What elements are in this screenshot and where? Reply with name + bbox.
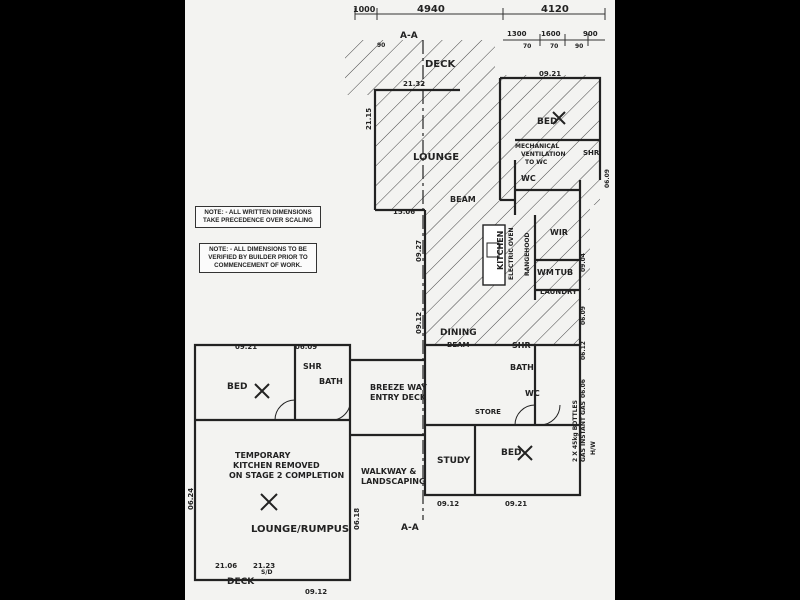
room-kitchen: KITCHEN bbox=[496, 231, 505, 270]
dim-70a: 70 bbox=[523, 43, 531, 50]
label-beam-lower: BEAM bbox=[447, 341, 470, 349]
label-breeze-way: BREEZE WAY bbox=[370, 383, 427, 392]
room-lounge: LOUNGE bbox=[413, 152, 459, 163]
room-bath-west: BATH bbox=[319, 377, 343, 386]
kitchen-sink bbox=[486, 242, 500, 258]
dim-1000: 1000 bbox=[353, 5, 376, 14]
door-swings bbox=[274, 399, 561, 426]
room-shr-upper: SHR bbox=[583, 149, 600, 157]
label-hw: H/W bbox=[590, 441, 597, 455]
label-rangehood: RANGEHOOD bbox=[524, 232, 531, 276]
room-dining: DINING bbox=[440, 328, 477, 338]
note-written-dimensions: NOTE: - ALL WRITTEN DIMENSIONS TAKE PREC… bbox=[195, 206, 321, 228]
label-wm: WM bbox=[537, 268, 554, 277]
room-wir: WIR bbox=[550, 228, 568, 237]
dim-900: 900 bbox=[583, 30, 598, 38]
window-06-06: 06.06 bbox=[580, 379, 587, 398]
dim-1300: 1300 bbox=[507, 30, 527, 38]
dim-4940: 4940 bbox=[417, 4, 445, 15]
section-mark-bottom: A-A bbox=[401, 523, 419, 533]
note-mechanical: MECHANICAL bbox=[515, 143, 559, 150]
note-to-wc: TO WC bbox=[525, 159, 548, 166]
label-entry-deck: ENTRY DECK bbox=[370, 393, 427, 402]
section-mark-top: A-A bbox=[400, 31, 418, 41]
note1-line2: TAKE PRECEDENCE OVER SCALING bbox=[203, 217, 313, 224]
note-verify-dimensions: NOTE: - ALL DIMENSIONS TO BE VERIFIED BY… bbox=[199, 243, 317, 273]
room-bed-west: BED bbox=[227, 382, 247, 392]
label-electric-oven: ELECTRIC OVEN bbox=[508, 227, 515, 280]
lower-section-walls bbox=[193, 343, 582, 582]
room-deck-top: DECK bbox=[425, 59, 456, 70]
label-sd: S/D bbox=[261, 569, 273, 576]
note2-line3: COMMENCEMENT OF WORK. bbox=[214, 262, 302, 269]
window-09-12-study: 09.12 bbox=[437, 500, 459, 508]
window-21-23: 21.23 bbox=[253, 562, 275, 570]
room-bed-nw: BED bbox=[537, 117, 557, 127]
window-06-24: 06.24 bbox=[187, 488, 195, 510]
room-wc-lower: WC bbox=[525, 389, 540, 398]
label-walkway: WALKWAY & bbox=[361, 467, 416, 476]
note-ventilation: VENTILATION bbox=[521, 151, 566, 158]
label-instant-gas: GAS INSTANT GAS bbox=[580, 401, 587, 462]
window-15-06: 15.06 bbox=[393, 208, 415, 216]
window-21-06: 21.06 bbox=[215, 562, 237, 570]
note2-line2: VERIFIED BY BUILDER PRIOR TO bbox=[208, 254, 308, 261]
window-21-15: 21.15 bbox=[365, 108, 373, 130]
upper-wing-walls bbox=[373, 76, 602, 347]
note2-line1: NOTE: - ALL DIMENSIONS TO BE bbox=[209, 246, 307, 253]
room-study: STUDY bbox=[437, 456, 471, 466]
window-09-27: 09.27 bbox=[415, 240, 423, 262]
label-tub: TUB bbox=[555, 268, 573, 277]
top-dimension-lines bbox=[354, 8, 606, 46]
window-06-09-ne: 06.09 bbox=[604, 169, 611, 188]
window-09-21-w: 09.21 bbox=[235, 343, 257, 351]
room-lounge-rumpus: LOUNGE/RUMPUS bbox=[251, 524, 349, 535]
room-store: STORE bbox=[475, 408, 501, 416]
floor-plan: 1000 4940 4120 90 1300 1600 900 70 70 90 bbox=[187, 4, 611, 596]
room-wc-upper: WC bbox=[521, 174, 536, 183]
note1-line1: NOTE: - ALL WRITTEN DIMENSIONS bbox=[204, 209, 312, 216]
window-06-18: 06.18 bbox=[353, 508, 361, 530]
window-06-09-w: 06.09 bbox=[295, 343, 317, 351]
window-09-12-dining: 09.12 bbox=[415, 312, 423, 334]
window-09-04: 09.04 bbox=[580, 253, 587, 272]
room-bath-lower: BATH bbox=[510, 363, 534, 372]
window-09-12-deck: 09.12 bbox=[305, 588, 327, 596]
dim-90b: 90 bbox=[575, 43, 583, 50]
dim-1600: 1600 bbox=[541, 30, 561, 38]
label-beam-upper: BEAM bbox=[450, 195, 476, 204]
drawing-sheet: 1000 4940 4120 90 1300 1600 900 70 70 90 bbox=[185, 0, 615, 600]
label-landscaping: LANDSCAPING bbox=[361, 477, 426, 486]
hatched-upper-wing bbox=[345, 40, 600, 345]
label-kitchen-removed: KITCHEN REMOVED bbox=[233, 461, 320, 470]
room-laundry: LAUNDRY bbox=[540, 288, 578, 296]
window-21-32: 21.32 bbox=[403, 80, 425, 88]
window-codes: 21.32 09.21 21.15 06.09 15.06 09.27 09.0… bbox=[187, 70, 611, 596]
room-shr-west: SHR bbox=[303, 362, 322, 371]
ceiling-fan-marks bbox=[254, 111, 566, 511]
kitchen-island bbox=[482, 224, 506, 286]
dim-4120: 4120 bbox=[541, 4, 569, 15]
window-09-21-nw: 09.21 bbox=[539, 70, 561, 78]
room-bed-se: BED bbox=[501, 448, 521, 458]
room-deck-bottom: DECK bbox=[227, 577, 255, 587]
window-06-12: 06.12 bbox=[580, 341, 587, 360]
label-temporary: TEMPORARY bbox=[235, 451, 291, 460]
label-gas-bottles: 2 X 45kg BOTTLES bbox=[572, 400, 579, 462]
label-stage-2: ON STAGE 2 COMPLETION bbox=[229, 471, 344, 480]
room-shr-lower: SHR bbox=[512, 341, 531, 350]
dim-70b: 70 bbox=[550, 43, 558, 50]
window-06-09-e: 06.09 bbox=[580, 306, 587, 325]
window-09-21-se: 09.21 bbox=[505, 500, 527, 508]
